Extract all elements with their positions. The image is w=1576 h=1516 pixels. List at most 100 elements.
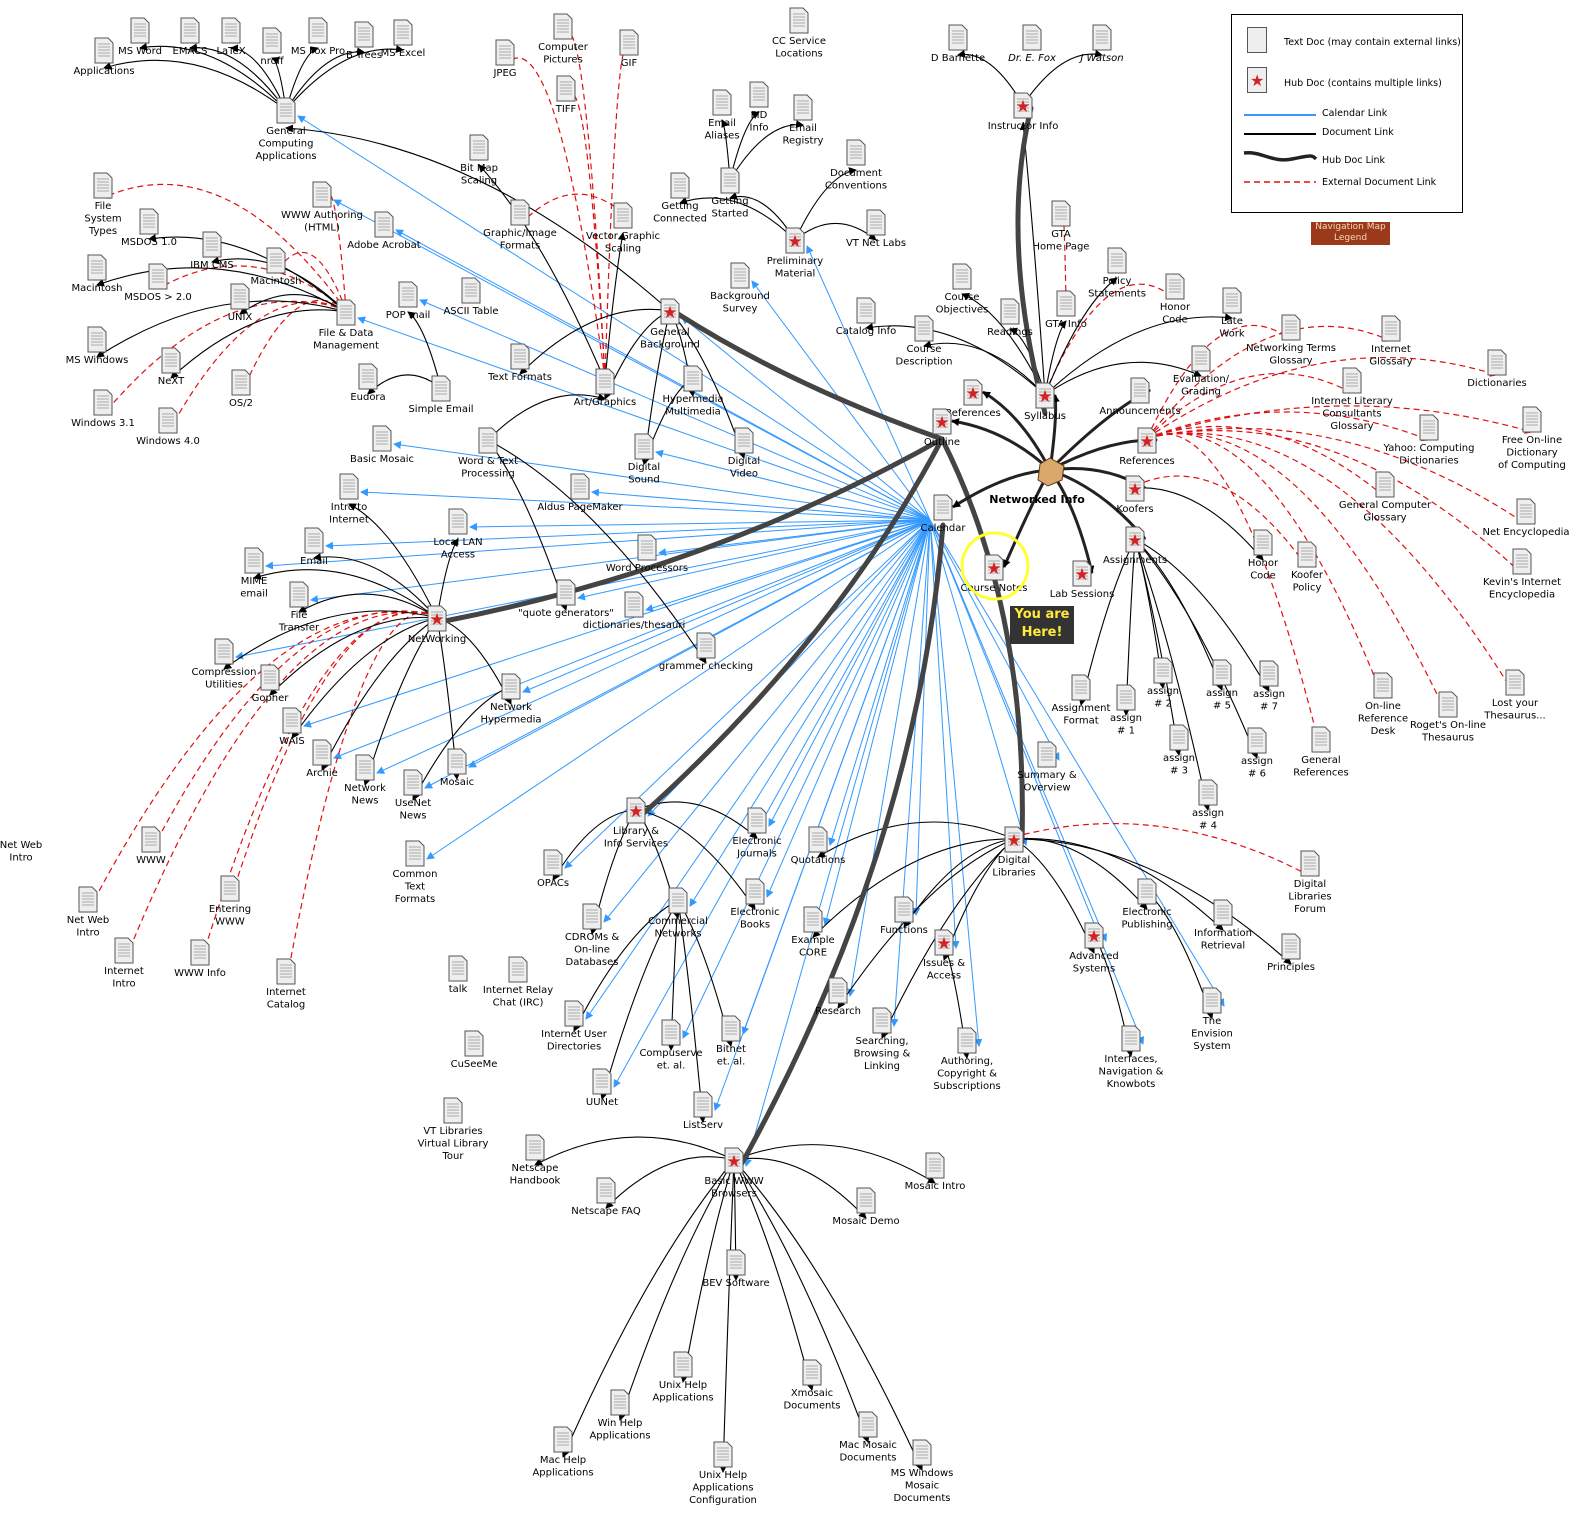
doc-bev[interactable]: BEV Software	[702, 1249, 770, 1289]
doc-www[interactable]: WWW	[136, 826, 166, 866]
doc-wwwauthoring[interactable]: WWW Authoring(HTML)	[281, 181, 363, 234]
doc-jwatson[interactable]: J Watson	[1078, 24, 1124, 64]
doc-adobeacrobat[interactable]: Adobe Acrobat	[347, 211, 421, 251]
doc-wwwinfo[interactable]: WWW Info	[174, 939, 226, 979]
doc-nsfaq[interactable]: Netscape FAQ	[571, 1177, 641, 1217]
doc-basicmosaic[interactable]: Basic Mosaic	[350, 425, 414, 465]
doc-research[interactable]: Research	[815, 977, 861, 1017]
doc-instructor[interactable]: ★Instructor Info	[988, 92, 1059, 132]
doc-refs1[interactable]: ★References	[945, 379, 1001, 419]
doc-textformats[interactable]: Text Formats	[487, 343, 552, 383]
doc-drfox[interactable]: Dr. E. Fox	[1008, 24, 1056, 64]
doc-syllabus[interactable]: ★Syllabus	[1024, 382, 1066, 422]
doc-outline[interactable]: ★Outline	[924, 408, 960, 448]
doc-wordprocessors[interactable]: Word Processors	[606, 534, 688, 574]
doc-coursenotes[interactable]: ★Course Notes	[961, 554, 1028, 594]
doc-next[interactable]: NeXT	[158, 347, 185, 387]
doc-cuseeme[interactable]: CuSeeMe	[451, 1030, 498, 1070]
doc-labsessions[interactable]: ★Lab Sessions	[1050, 560, 1115, 600]
doc-gopher[interactable]: Gopher	[252, 664, 290, 704]
doc-interfaces[interactable]: Interfaces,Navigation &Knowbots	[1099, 1025, 1164, 1090]
doc-netencyclopedia[interactable]: Net Encyclopedia	[1483, 498, 1570, 538]
doc-a1[interactable]: assign# 1	[1110, 684, 1142, 737]
doc-gtainfo[interactable]: GTA Info	[1045, 290, 1087, 330]
doc-announcements[interactable]: Announcements	[1099, 377, 1181, 417]
doc-jpeg[interactable]: JPEG	[492, 39, 517, 79]
doc-a7[interactable]: assign# 7	[1253, 660, 1285, 713]
doc-nroff[interactable]: nroff	[260, 27, 285, 67]
doc-btrees[interactable]: B Trees	[346, 21, 382, 61]
doc-msexcel[interactable]: MS Excel	[381, 19, 426, 59]
doc-dictthes[interactable]: dictionaries/thesauri	[583, 591, 686, 631]
doc-koofers[interactable]: ★Koofers	[1116, 475, 1154, 515]
doc-archie[interactable]: Archie	[306, 739, 338, 779]
doc-mosaicdemo[interactable]: Mosaic Demo	[832, 1187, 900, 1227]
doc-asciitable[interactable]: ASCII Table	[443, 277, 499, 317]
doc-aldus[interactable]: Aldus PageMaker	[537, 473, 624, 513]
doc-tiff[interactable]: TIFF	[555, 75, 577, 115]
doc-quotegen[interactable]: "quote generators"	[518, 579, 614, 619]
doc-a3[interactable]: assign# 3	[1163, 724, 1195, 777]
doc-latex[interactable]: LaTeX	[216, 17, 246, 57]
doc-win40[interactable]: Windows 4.0	[136, 407, 200, 447]
doc-wais[interactable]: WAIS	[279, 707, 305, 747]
doc-quotations[interactable]: Quotations	[791, 826, 846, 866]
doc-eudora[interactable]: Eudora	[350, 363, 386, 403]
doc-evalgrading[interactable]: Evaluation/Grading	[1173, 345, 1230, 398]
doc-os2[interactable]: OS/2	[229, 369, 253, 409]
doc-unix[interactable]: UNIX	[228, 283, 253, 323]
doc-applications[interactable]: Applications	[73, 37, 135, 77]
doc-authoring[interactable]: Authoring,Copyright &Subscriptions	[933, 1027, 1001, 1092]
doc-refs2[interactable]: ★References	[1119, 427, 1175, 467]
doc-grammer[interactable]: grammer checking	[659, 632, 753, 672]
doc-msw[interactable]: MS Windows	[66, 326, 129, 366]
doc-searching[interactable]: Searching,Browsing &Linking	[854, 1007, 911, 1072]
